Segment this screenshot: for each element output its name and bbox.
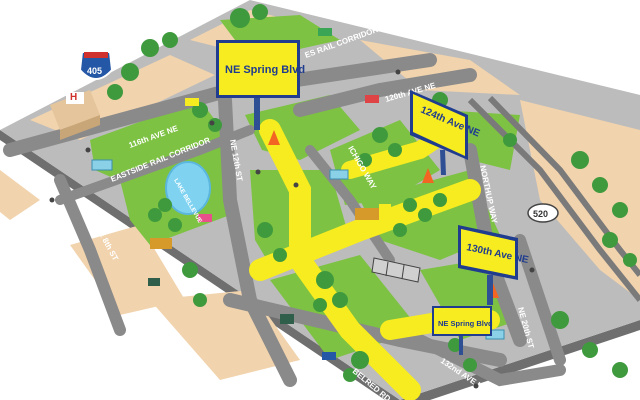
land-parcel-sw [70, 225, 185, 315]
road-132nd-ave [414, 334, 566, 387]
sign-130th-ave: 130th Ave NE [458, 225, 530, 305]
interstate-405-label: 405 [87, 66, 102, 76]
lake-bellevue [165, 161, 211, 215]
sign-ne-spring-blvd-top-label: NE Spring Blvd [225, 64, 305, 76]
station-shelters [91, 159, 505, 340]
road-belred [223, 293, 507, 367]
trees [107, 4, 637, 382]
road-ichigo-way [305, 145, 395, 265]
pedestrians [49, 69, 535, 389]
hospital-letter: H [70, 92, 77, 103]
sign-124th-ave: 124th Ave NE [410, 90, 482, 175]
road-ne-8th-st [54, 174, 126, 336]
sign-ne-spring-blvd-small-label: NE Spring Blvd [438, 319, 493, 328]
spring-blvd-main [249, 179, 481, 281]
road-ne-20th-st [514, 234, 566, 366]
sign-ne-spring-blvd-top: NE Spring Blvd [216, 40, 305, 130]
hospital-building [50, 90, 100, 140]
land-parcel-ne [360, 40, 520, 95]
sr-520-shield [527, 203, 559, 223]
road-120th-ave [293, 68, 477, 117]
land-parcel-west [0, 170, 40, 220]
light-rail-train [371, 257, 421, 283]
vehicles [148, 28, 391, 360]
sign-ne-spring-blvd-small: NE Spring Blvd [432, 306, 493, 355]
road-eastside-rail [55, 125, 255, 205]
road-ne-12th-st [218, 93, 297, 387]
sr-520-label: 520 [533, 209, 548, 219]
green-parcel-1 [90, 100, 230, 190]
interstate-405-shield [78, 51, 114, 80]
